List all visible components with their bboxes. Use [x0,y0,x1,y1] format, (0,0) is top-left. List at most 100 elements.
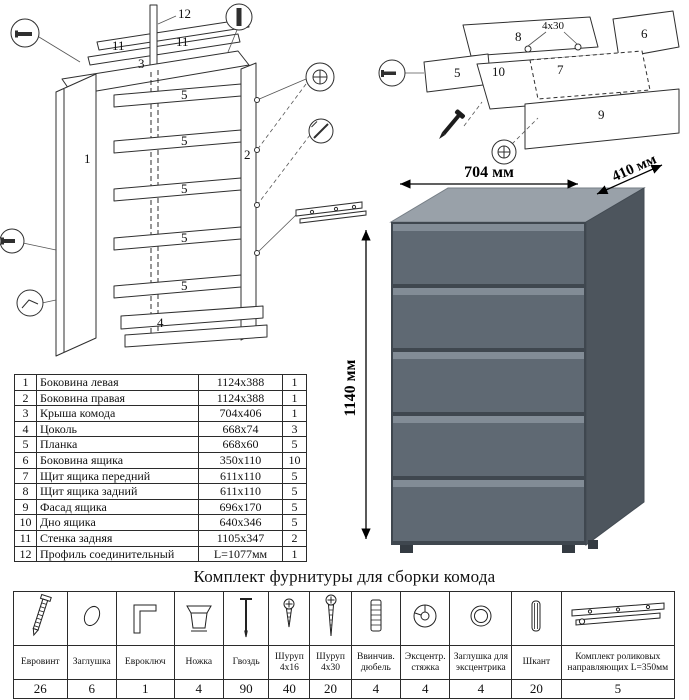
hardware-names-row: Евровинт Заглушка Евроключ Ножка Гвоздь … [13,645,676,680]
part-name: Крыша комода [36,405,199,422]
dresser-svg: 704 мм 410 мм 1140 мм [342,152,663,553]
hardware-qty: 26 [13,679,68,699]
part-number: 8 [14,483,37,500]
drawer-slide-icon [560,591,676,646]
callout-glyph-lines [21,69,329,309]
label-part-11: 11 [112,38,125,53]
hardware-name: Шкант [511,645,562,680]
wood-dowel-icon [511,591,562,646]
hardware-name: Заглушка [66,645,117,680]
label-part-11: 11 [176,34,189,49]
hardware-icons-row [13,591,676,646]
part-size: 704x406 [198,405,283,422]
part-number: 2 [14,389,37,407]
part-size: 611x110 [198,467,283,485]
part-name: Цоколь [36,420,199,438]
part-number: 4 [14,420,37,438]
part-qty: 1 [282,545,307,563]
depth-dimension: 410 мм [610,152,659,186]
height-dimension: 1140 мм [342,359,359,416]
part-qty: 5 [282,483,307,500]
part-number: 6 [14,451,37,469]
label-part-5: 5 [181,87,188,102]
part-number: 12 [14,545,37,563]
part-name: Стенка задняя [36,529,199,547]
hardware-name: Евроключ [115,645,175,680]
part-qty: 1 [282,405,307,422]
label-part-3: 3 [138,56,145,71]
part-name: Профиль соединительный [36,545,199,563]
dowel-screw-icon [350,591,402,646]
part-qty: 1 [282,374,307,391]
dimension-lines [361,164,663,539]
label-part-8: 8 [515,29,522,44]
roller-rail-detail [295,201,367,224]
part-size: 696x170 [198,498,283,516]
part-size: 1105x347 [198,529,283,547]
part-qty: 5 [282,514,307,531]
part-name: Боковина левая [36,374,199,391]
part-qty: 5 [282,498,307,516]
part-qty: 1 [282,389,307,407]
part-number: 9 [14,498,37,516]
hardware-name: Шуруп 4x30 [309,645,352,680]
label-part-5: 5 [181,230,188,245]
label-part-5: 5 [454,65,461,80]
hardware-name: Ввинчив. дюбель [350,645,402,680]
assembly-exploded-diagram: 12 11 11 3 1 2 5 5 5 5 5 4 [0,0,375,375]
hardware-name: Евровинт [13,645,68,680]
part-size: 668x74 [198,420,283,438]
part-qty: 10 [282,451,307,469]
part-name: Боковина ящика [36,451,199,469]
foot-icon [173,591,225,646]
part-labels: 8 4x30 6 5 10 7 9 [454,20,648,122]
part-size: 668x60 [198,436,283,453]
part-name: Боковина правая [36,389,199,407]
part-number: 3 [14,405,37,422]
assembly-exploded-svg: 12 11 11 3 1 2 5 5 5 5 5 4 [0,3,367,357]
part-qty: 2 [282,529,307,547]
hardware-qty: 4 [173,679,225,699]
hardware-name: Шуруп 4x16 [268,645,311,680]
hardware-qty: 40 [268,679,311,699]
label-part-6: 6 [641,26,648,41]
label-part-4: 4 [157,315,164,330]
hardware-qty: 20 [309,679,352,699]
callout-glyph-lines [497,145,511,159]
hardware-qty: 6 [66,679,117,699]
part-qty: 5 [282,467,307,485]
part-number: 1 [14,374,37,391]
label-part-5: 5 [181,133,188,148]
euro-screw-icon [13,591,68,646]
part-labels: 12 11 11 3 1 2 5 5 5 5 5 4 [84,6,251,330]
leader-lines [22,15,311,304]
hardware-name: Заглушка для эксцентрика [449,645,513,680]
part-number: 7 [14,467,37,485]
width-dimension: 704 мм [464,164,514,181]
hardware-qty: 20 [511,679,562,699]
label-part-7: 7 [557,62,564,77]
drawer-exploded-diagram: 8 4x30 6 5 10 7 9 [378,0,689,175]
part-name: Щит ящика задний [36,483,199,500]
part-name: Дно ящика [36,514,199,531]
part-qty: 5 [282,436,307,453]
part-number: 11 [14,529,37,547]
dresser-render: 704 мм 410 мм 1140 мм [336,150,681,562]
label-part-9: 9 [598,107,605,122]
cam-cap-icon [449,591,513,646]
label-part-10: 10 [492,64,505,79]
callout-glyphs [1,8,242,245]
label-part-5: 5 [181,278,188,293]
dresser-feet [400,540,598,553]
hardware-kit-table: Евровинт Заглушка Евроключ Ножка Гвоздь … [13,591,676,699]
hardware-kit: Евровинт Заглушка Евроключ Ножка Гвоздь … [13,591,676,699]
part-qty: 3 [282,420,307,438]
part-size: 611x110 [198,483,283,500]
